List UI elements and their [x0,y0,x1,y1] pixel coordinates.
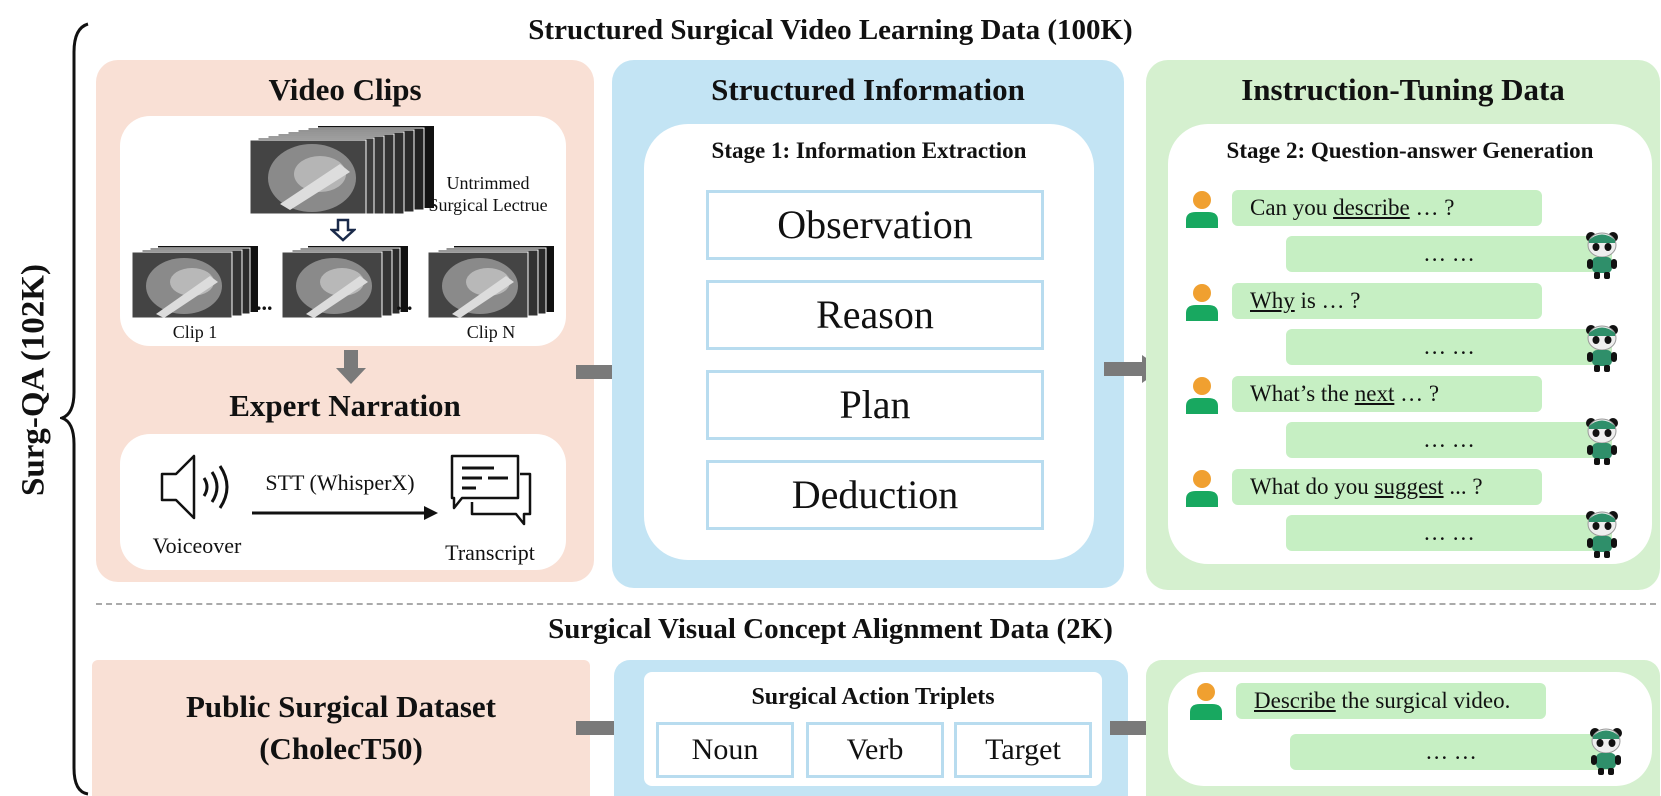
dataset-line1: Public Surgical Dataset [186,689,496,724]
observation-box: Observation [706,190,1044,260]
deduction-box: Deduction [706,460,1044,530]
top-title: Structured Surgical Video Learning Data … [528,14,1133,46]
down-arrow-gray-icon [336,350,366,384]
panda-bot-icon [1586,325,1618,372]
question-text-post: ... ? [1443,474,1483,499]
question-text-pre: Can you [1250,195,1334,220]
clip-1-stack [132,246,258,318]
question-text-pre: What’s the [1250,381,1355,406]
panda-bot-icon [1590,728,1622,775]
user-icon [1186,470,1218,507]
clip-ellipsis-1: ... [256,290,273,315]
question-bubble: Can you describe … ? [1232,190,1542,226]
question-text-post: the surgical video. [1335,688,1511,713]
untrimmed-label-line1: Untrimmed [446,173,530,193]
question-keyword: describe [1333,195,1410,220]
question-bubble: Why is … ? [1232,283,1542,319]
question-keyword: Describe [1254,688,1336,713]
question-text-pre: What do you [1250,474,1375,499]
clip-n-label: Clip N [466,322,516,342]
transcript-icon [450,454,532,526]
question-text-post: … ? [1409,195,1455,220]
noun-box: Noun [656,722,794,778]
dataset-line2: (CholecT50) [259,731,423,766]
question-keyword: Why [1250,288,1295,313]
untrimmed-label: Untrimmed Surgical Lectrue [418,172,558,216]
answer-bubble: … … [1286,422,1612,458]
left-brace [60,22,89,796]
panda-bot-icon [1586,511,1618,558]
side-label: Surg-QA (102K) [4,180,64,580]
verb-box: Verb [806,722,944,778]
question-keyword: suggest [1374,474,1444,499]
voiceover-label: Voiceover [152,533,242,558]
middle-title: Surgical Visual Concept Alignment Data (… [548,613,1113,645]
clip-n-stack [428,246,554,318]
video-clips-title: Video Clips [268,72,422,107]
clip-1-label: Clip 1 [172,322,218,342]
user-icon [1186,191,1218,228]
side-label-text: Surg-QA (102K) [15,264,52,496]
user-icon [1190,683,1222,720]
panda-bot-icon [1586,418,1618,465]
user-icon [1186,377,1218,414]
public-dataset-panel [92,660,590,796]
down-arrow-icon [330,218,356,242]
question-text-post: … ? [1394,381,1440,406]
clip-middle-stack [282,246,408,318]
public-dataset-label: Public Surgical Dataset (CholecT50) [92,686,590,770]
stage1-title: Stage 1: Information Extraction [711,138,1027,163]
user-icon [1186,284,1218,321]
instruction-title: Instruction-Tuning Data [1241,72,1565,107]
target-box: Target [954,722,1092,778]
triplets-title: Surgical Action Triplets [751,684,995,710]
clip-ellipsis-2: ... [396,290,413,315]
bottom-question-bubble: Describe the surgical video. [1236,683,1546,719]
question-text-post: is … ? [1294,288,1361,313]
stage2-title: Stage 2: Question-answer Generation [1226,138,1594,163]
stt-label: STT (WhisperX) [265,470,415,495]
right-arrow-icon [252,506,438,520]
untrimmed-label-line2: Surgical Lectrue [428,195,548,215]
untrimmed-video-stack [250,126,434,215]
panda-bot-icon [1586,232,1618,279]
answer-bubble: … … [1286,236,1612,272]
transcript-label: Transcript [445,540,535,565]
question-bubble: What do you suggest ... ? [1232,469,1542,505]
section-divider [96,603,1656,605]
answer-bubble: … … [1286,515,1612,551]
answer-bubble: … … [1286,329,1612,365]
question-bubble: What’s the next … ? [1232,376,1542,412]
question-keyword: next [1354,381,1395,406]
speaker-icon [160,454,229,520]
plan-box: Plan [706,370,1044,440]
bottom-answer-bubble: … … [1290,734,1612,770]
expert-narration-title: Expert Narration [229,388,461,423]
structured-info-title: Structured Information [711,72,1025,107]
reason-box: Reason [706,280,1044,350]
